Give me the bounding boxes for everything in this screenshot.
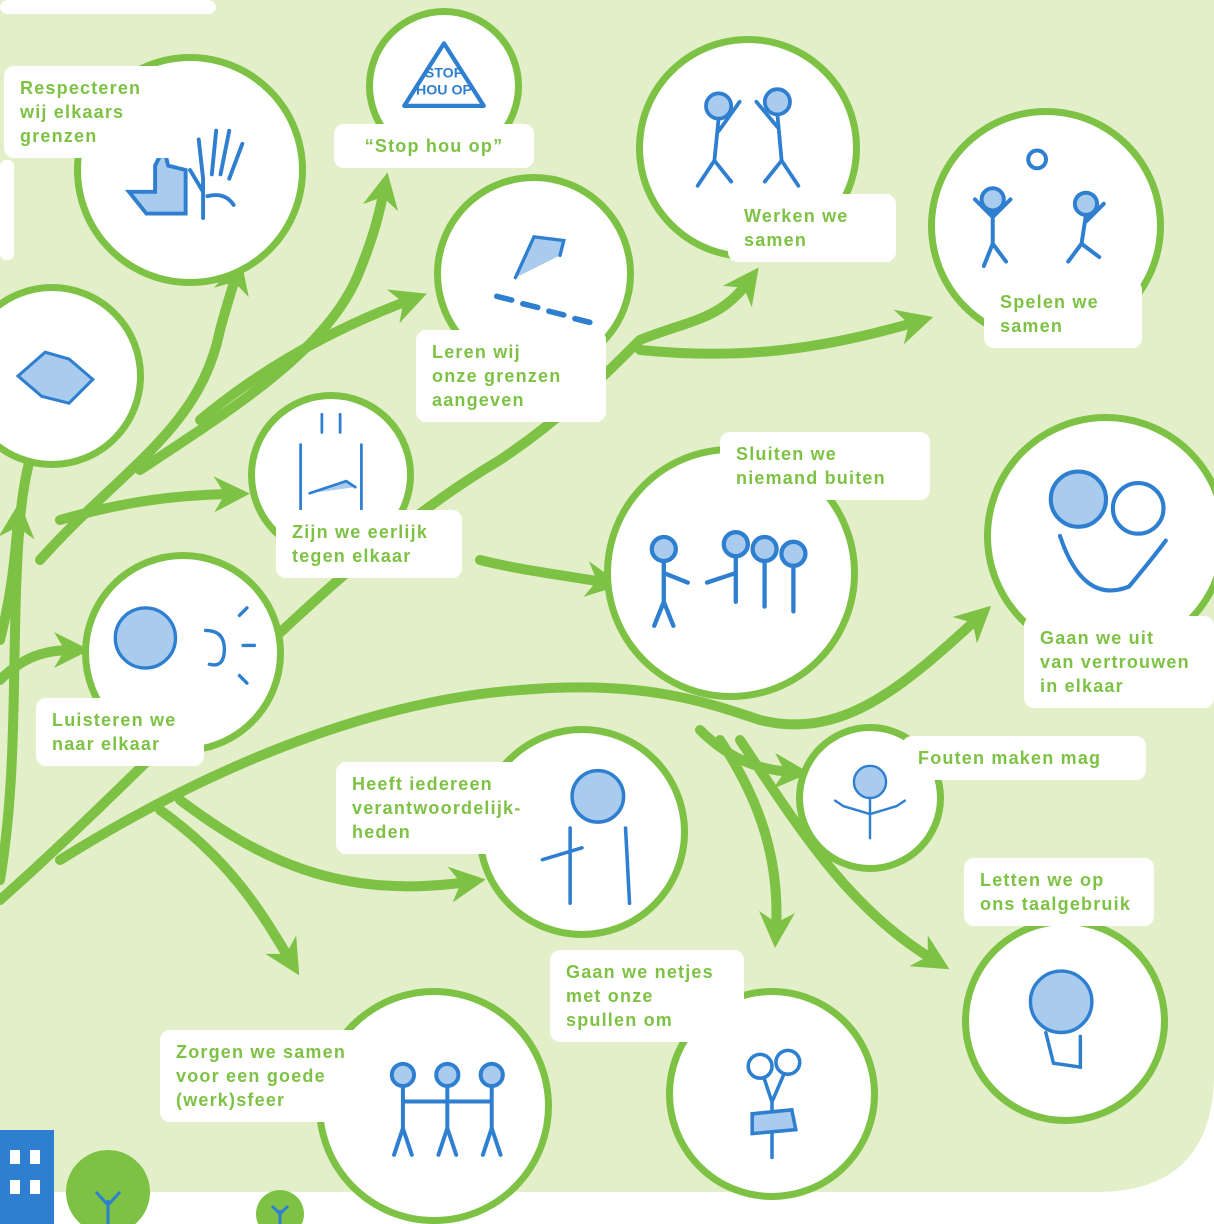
label-sfeer: Zorgen we samen voor een goede (werk)sfe… [160,1030,374,1122]
label-eerlijk: Zijn we eerlijk tegen elkaar [276,510,462,578]
label-netjes: Gaan we netjes met onze spullen om [550,950,744,1042]
label-werken: Werken we samen [728,194,896,262]
label-respecteren: Respecteren wij elkaars grenzen [4,66,190,158]
label-taalgebruik: Letten we op ons taalgebruik [964,858,1154,926]
branch-to-netjes [715,735,795,948]
hugging-friends-icon [984,414,1214,658]
branch-up-left [0,502,35,645]
building-icon [0,1130,54,1224]
label-vertrouwen: Gaan we uit van vertrouwen in elkaar [1024,616,1214,708]
branch-to-stop [135,172,399,475]
label-stop: “Stop hou op” [334,124,534,168]
holding-hands-group-icon [316,988,552,1224]
branch-to-fouten [695,725,810,789]
branches [0,172,992,976]
branch-to-respecteren [35,257,249,565]
small-tree-icon [256,1190,304,1224]
label-fouten: Fouten maken mag [902,736,1146,780]
label-sluiten: Sluiten we niemand buiten [720,432,930,500]
branch-to-sluiten [475,555,622,597]
branch-to-taalgebruik [735,735,950,970]
label-leren: Leren wij onze grenzen aangeven [416,330,606,422]
branch-to-leren [195,289,427,425]
svg-text:STOP: STOP [425,65,463,81]
label-luisteren: Luisteren we naar elkaar [36,698,204,766]
thumbs-up-and-open-hand-icon [74,54,306,286]
branch-to-verantwoordelijk [175,795,486,903]
svg-text:HOU OP: HOU OP [416,83,472,99]
hand-over-mouth-icon [962,918,1168,1124]
branch-to-spelen [635,309,934,359]
branch-main-lower [55,605,992,865]
branch-to-sfeer [155,805,300,976]
branch-to-eerlijk [55,476,250,525]
bottom-decoration [0,0,304,1224]
label-spelen: Spelen we samen [984,280,1142,348]
tree-icon [66,1150,150,1224]
handshake-icon [0,284,144,468]
branch-to-werken [635,267,759,345]
branch-to-luisteren [0,632,90,685]
label-verantwoordelijk: Heeft iedereen verantwoordelijk- heden [336,762,546,854]
